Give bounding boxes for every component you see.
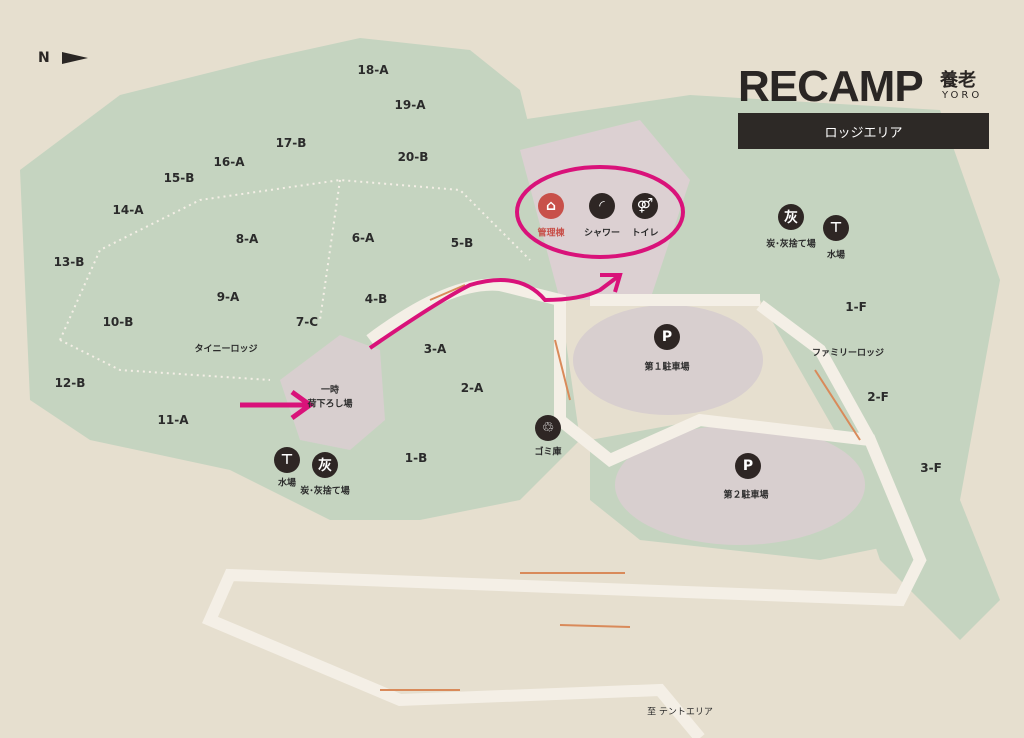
unloading-arrow [240, 389, 315, 421]
tent-area-label: 至 テントエリア [647, 707, 713, 718]
highlight-route-arrow [368, 273, 623, 350]
parking-icon: P [735, 453, 761, 479]
trash-icon: ♲ [535, 415, 561, 441]
toilet-label: トイレ [631, 228, 659, 239]
lodge-label: 5-B [450, 236, 474, 250]
shower-icon: ◜ [589, 193, 615, 219]
lodge-label: 1-F [845, 300, 867, 314]
lodge-label: 4-B [364, 292, 388, 306]
lodge-label: 20-B [397, 150, 429, 164]
north-arrow-icon [62, 52, 88, 64]
lodge-label: 2-A [460, 381, 484, 395]
office-label: 管理棟 [537, 228, 565, 239]
lodge-label: 15-B [163, 171, 195, 185]
lodge-label: 19-A [394, 98, 426, 112]
unloading-label-2: 荷下ろし場 [307, 399, 353, 410]
footpath [59, 178, 531, 381]
lodge-label: 8-A [235, 232, 259, 246]
lodge-label: 16-A [213, 155, 245, 169]
lodge-label: 10-B [102, 315, 134, 329]
shower-label: シャワー [583, 228, 621, 239]
water-label: 水場 [277, 478, 297, 489]
lodge-label: 9-A [216, 290, 240, 304]
logo-japanese: 養老 [940, 70, 976, 91]
family-lodge-label: ファミリーロッジ [811, 348, 885, 359]
area-banner: ロッジエリア [738, 113, 989, 149]
lodge-label: 2-F [867, 390, 889, 404]
ash-icon: 灰 [312, 452, 338, 478]
lodge-label: 7-C [295, 315, 319, 329]
unloading-area [280, 335, 385, 450]
highlight-circle [515, 165, 685, 259]
green-area-left [20, 38, 580, 520]
lodge-label: 14-A [112, 203, 144, 217]
ash-label: 炭･灰捨て場 [766, 239, 816, 250]
unloading-label-1: 一時 [320, 385, 340, 396]
north-label: N [38, 50, 50, 66]
ash-label: 炭･灰捨て場 [300, 486, 350, 497]
parking-1-area [573, 305, 763, 415]
parking-icon: P [654, 324, 680, 350]
parking-1-label: 第１駐車場 [644, 362, 690, 373]
toilet-icon: ⚤ [632, 193, 658, 219]
lodge-label: 18-A [357, 63, 389, 77]
logo: RECAMP [738, 62, 924, 111]
lodge-label: 17-B [275, 136, 307, 150]
water-tap-icon: ⊤ [274, 447, 300, 473]
logo-english: YORO [942, 90, 983, 101]
roads [202, 278, 927, 738]
trash-label: ゴミ庫 [534, 447, 562, 458]
water-label: 水場 [826, 250, 846, 261]
traffic-arrows [380, 284, 861, 691]
lodge-label: 11-A [157, 413, 189, 427]
parking-2-label: 第２駐車場 [723, 490, 769, 501]
office-icon: ⌂ [538, 193, 564, 219]
parking-2-area [615, 425, 865, 545]
water-tap-icon: ⊤ [823, 215, 849, 241]
lodge-label: 6-A [351, 231, 375, 245]
ash-icon: 灰 [778, 204, 804, 230]
lodge-label: 13-B [53, 255, 85, 269]
lodge-label: 12-B [54, 376, 86, 390]
lodge-label: 3-A [423, 342, 447, 356]
tiny-lodge-label: タイニーロッジ [194, 344, 258, 355]
lodge-label: 1-B [404, 451, 428, 465]
lodge-label: 3-F [920, 461, 942, 475]
